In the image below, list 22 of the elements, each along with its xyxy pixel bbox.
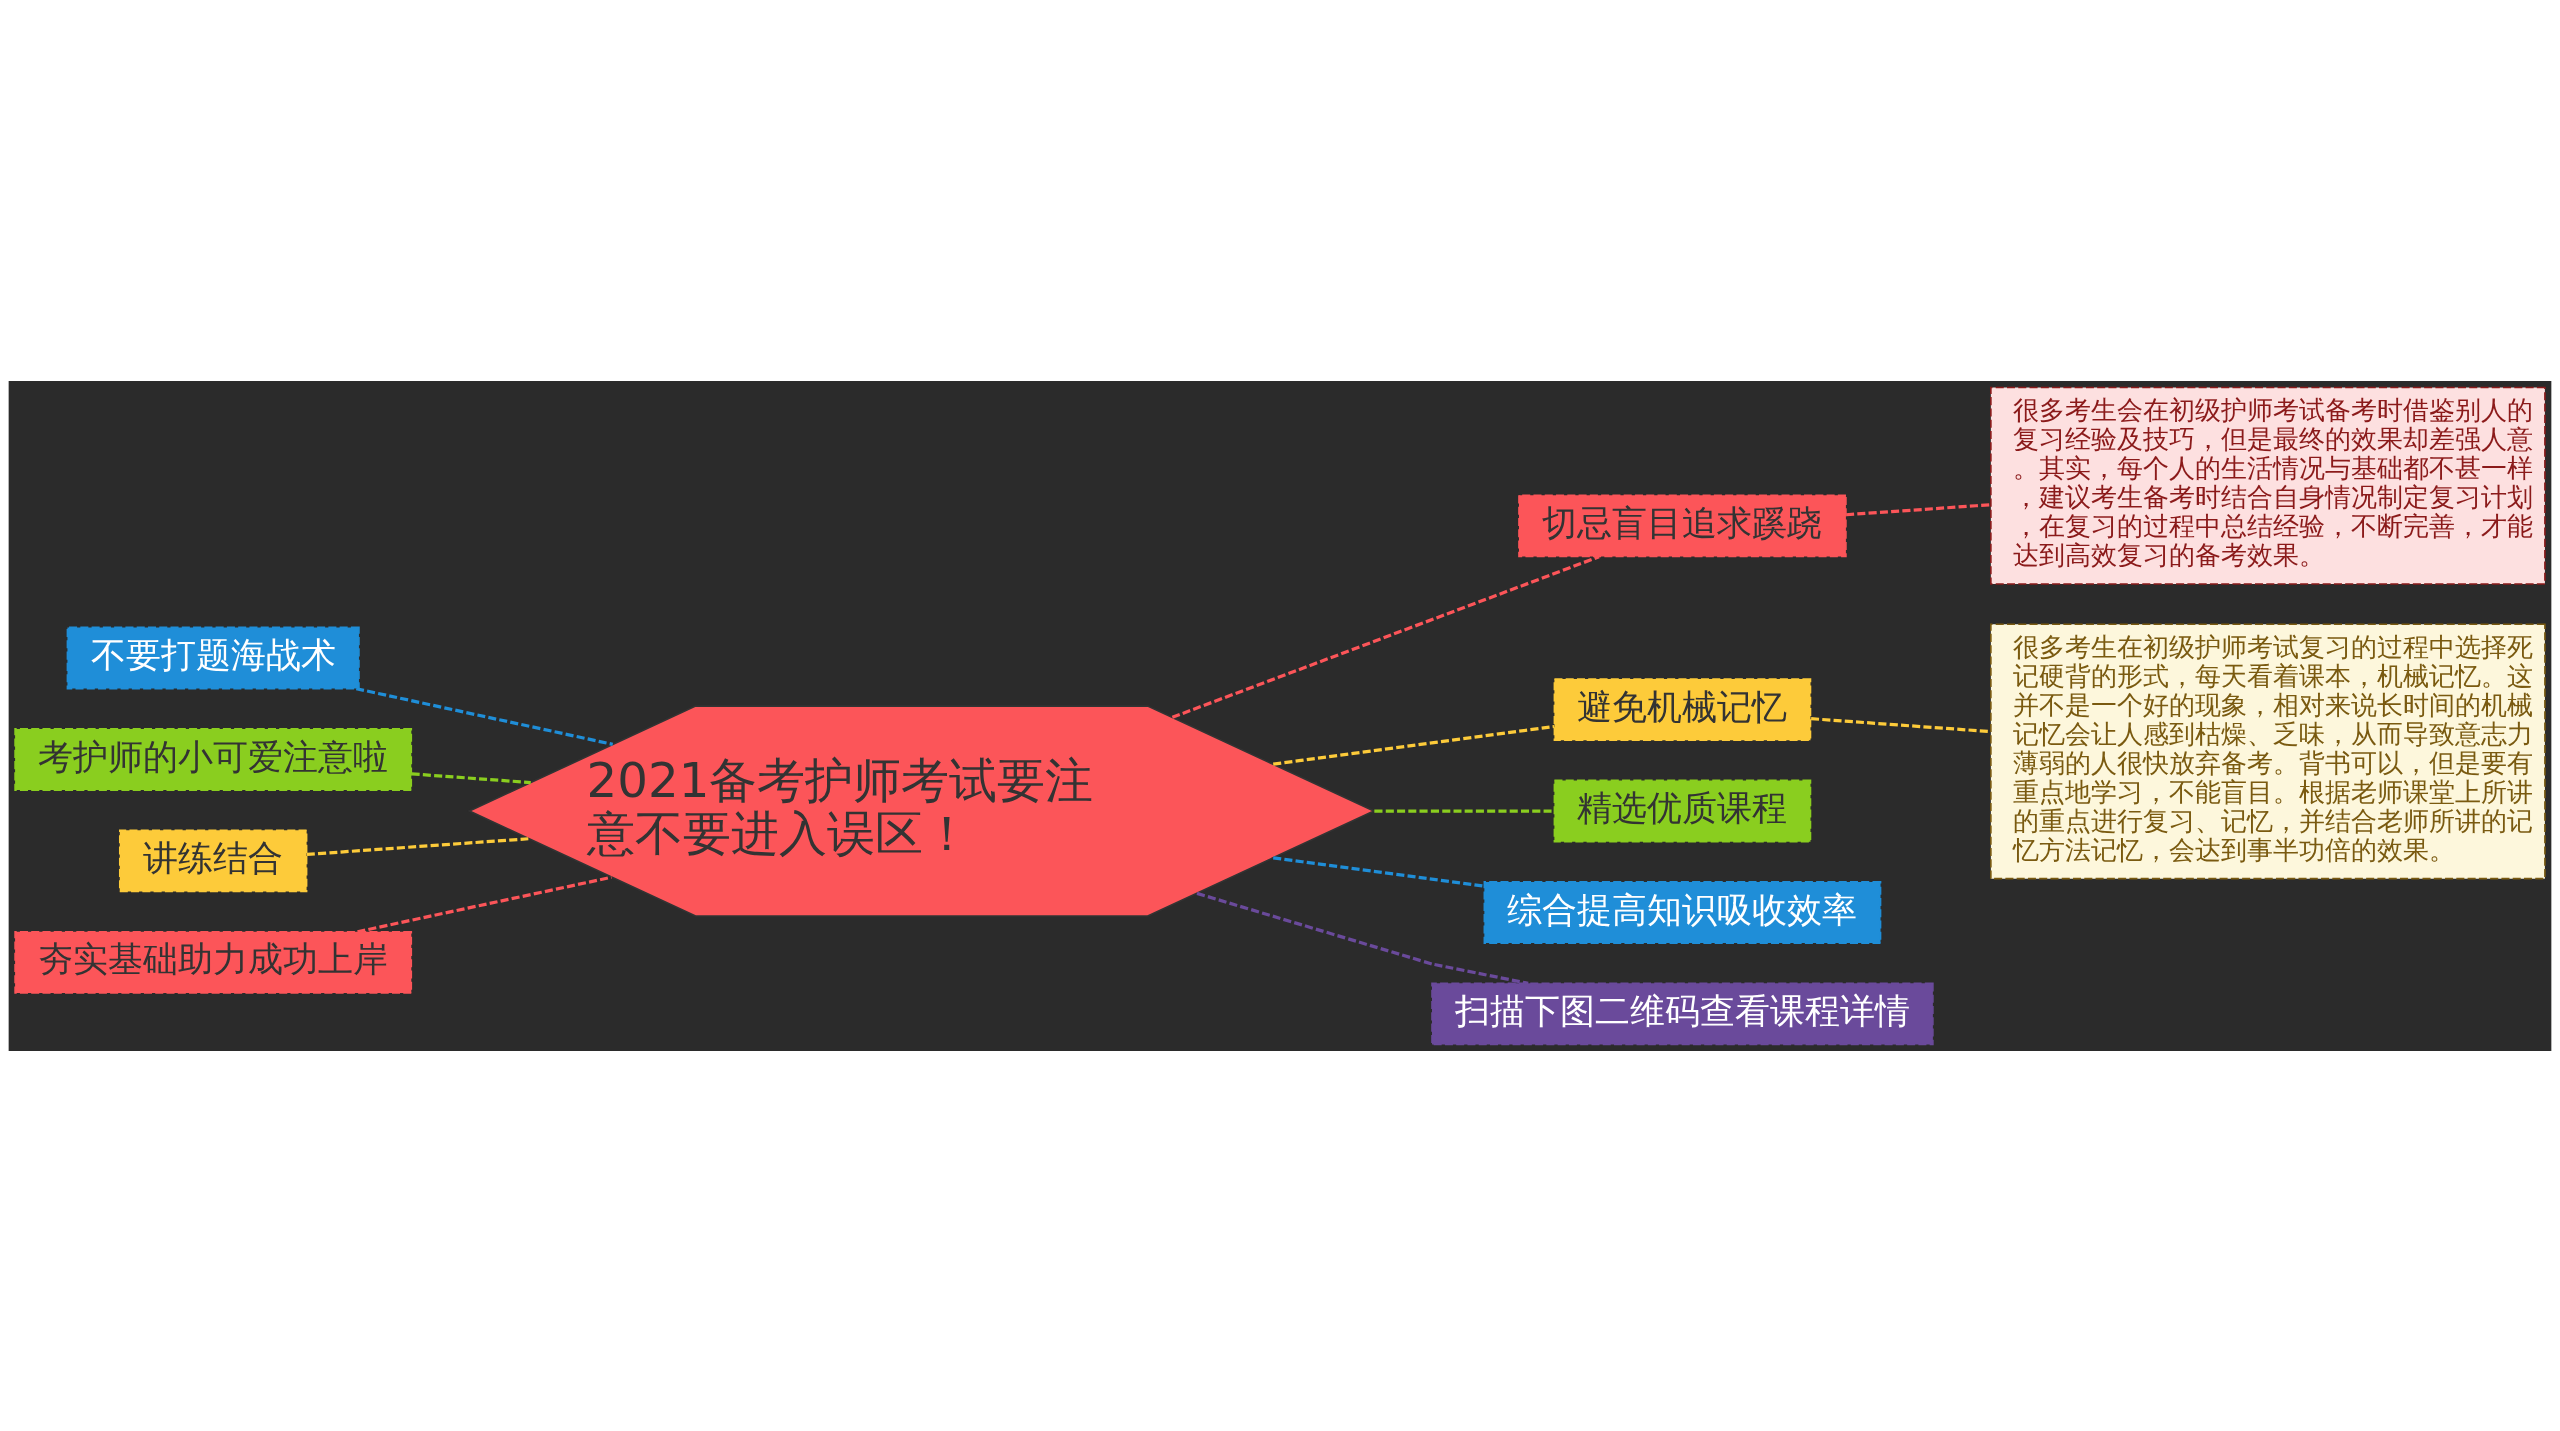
node-box: 切忌盲目追求蹊跷 — [1518, 494, 1847, 557]
node-box: 避免机械记忆 — [1553, 677, 1812, 741]
node-box: 扫描下图二维码查看课程详情 — [1431, 982, 1934, 1045]
connector — [1374, 808, 1555, 813]
connector — [355, 686, 614, 746]
connector — [306, 836, 529, 856]
connector — [1273, 724, 1555, 766]
connector — [1846, 502, 1991, 516]
node-box: 很多考生在初级护师考试复习的过程中选择死记硬背的形式，每天看着课本，机械记忆。这并不是一个好的现象，相对来说长时间的机械记忆会让人感到枯燥、乏味，从而导致意志力薄弱的人很快放弃备考。背书可以，但是要有重点地学习，不能盲目。根据老师课堂上所讲的重点进行复习、记忆，并结合老师所讲的记忆方法记忆，会达到事半功倍的效果。 — [1990, 622, 2546, 879]
connector — [411, 771, 531, 784]
connector — [357, 875, 612, 933]
connector — [1273, 855, 1485, 888]
node-box: 精选优质课程 — [1553, 779, 1812, 842]
node-box: 讲练结合 — [118, 829, 308, 892]
connector — [1811, 716, 1991, 733]
node-box: 夯实基础助力成功上岸 — [14, 930, 413, 994]
node-box: 考护师的小可爱注意啦 — [14, 727, 413, 791]
connector — [1196, 891, 1529, 985]
node-box: 很多考生会在初级护师考试备考时借鉴别人的复习经验及技巧，但是最终的效果却差强人意。其实，每个人的生活情况与基础都不甚一样，建议考生备考时结合自身情况制定复习计划，在复习的过程中总结经验，不断完善，才能达到高效复习的备考效果。 — [1990, 386, 2546, 585]
connector — [1171, 554, 1600, 719]
node-box: 不要打题海战术 — [66, 626, 360, 689]
node-box: 综合提高知识吸收效率 — [1483, 880, 1882, 944]
